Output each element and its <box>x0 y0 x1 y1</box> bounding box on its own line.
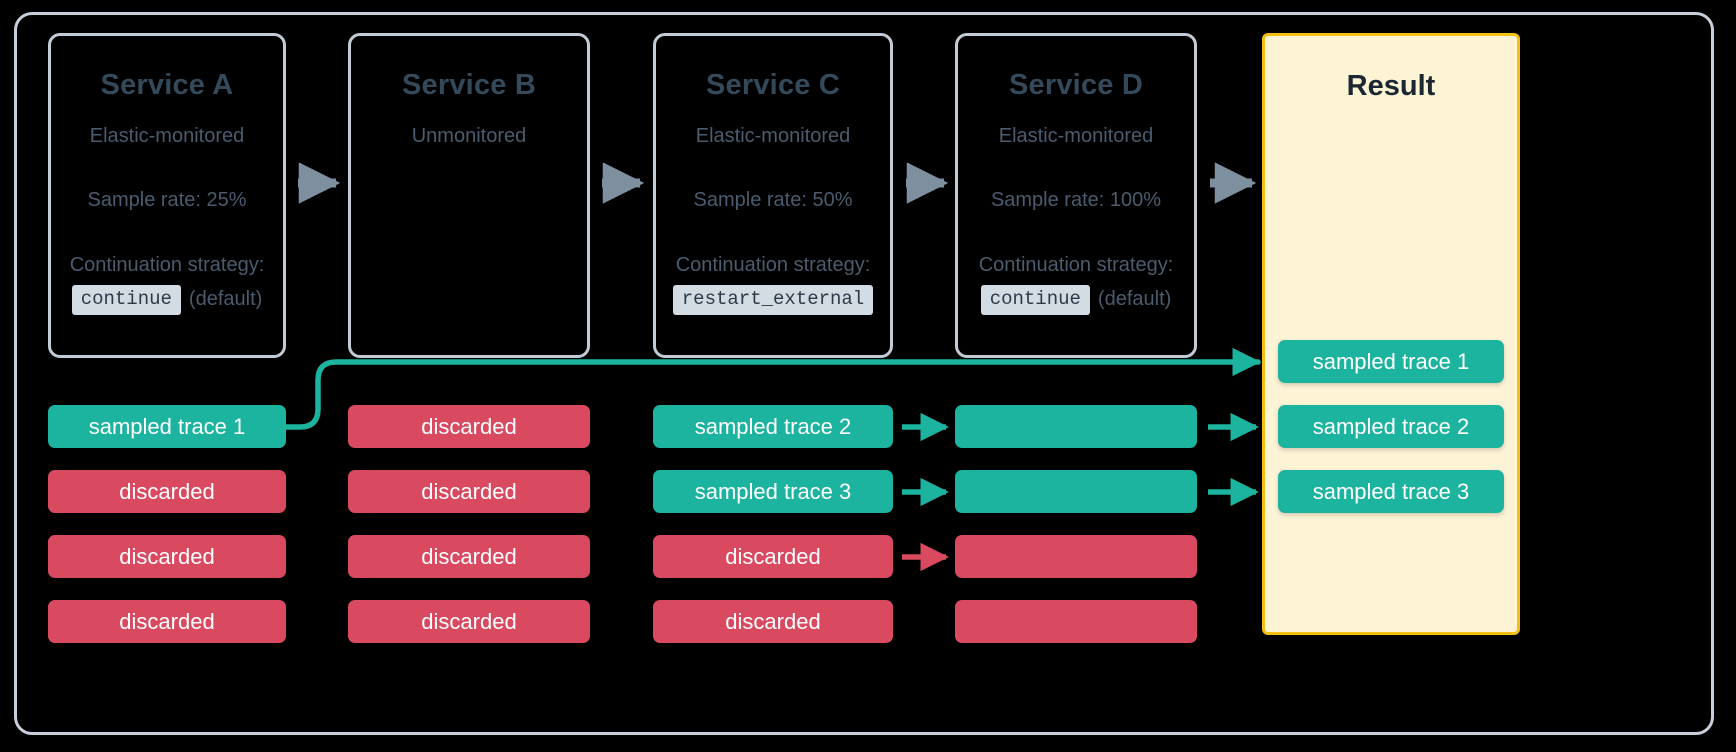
service-sample-rate: Sample rate: 100% <box>990 188 1162 211</box>
result-panel: Result <box>1262 33 1520 635</box>
service-title: Service B <box>402 69 536 101</box>
trace-cell-sampled: sampled trace 3 <box>653 470 893 513</box>
trace-cell-sampled: sampled trace 2 <box>653 405 893 448</box>
service-sample-rate: Sample rate: 50% <box>693 188 853 211</box>
trace-cell-sampled <box>955 470 1197 513</box>
diagram-outer-frame <box>14 12 1714 735</box>
continuation-strategy-note: (default) <box>1097 288 1172 311</box>
continuation-strategy-value-row: restart_external <box>672 284 874 315</box>
service-monitoring-status: Elastic-monitored <box>695 124 851 147</box>
continuation-strategy-label: Continuation strategy: <box>978 253 1174 276</box>
trace-cell-discarded: discarded <box>348 470 590 513</box>
continuation-strategy-value-row: continue (default) <box>980 284 1172 315</box>
trace-cell-discarded: discarded <box>348 405 590 448</box>
trace-cell-discarded <box>955 535 1197 578</box>
continuation-strategy-code: restart_external <box>672 284 874 315</box>
service-box-service-b: Service B Unmonitored <box>348 33 590 358</box>
continuation-strategy-note: (default) <box>188 288 263 311</box>
service-title: Service D <box>1009 69 1143 101</box>
continuation-strategy-value-row: continue (default) <box>71 284 263 315</box>
trace-cell-discarded: discarded <box>48 535 286 578</box>
trace-cell-discarded: discarded <box>653 535 893 578</box>
continuation-strategy-label: Continuation strategy: <box>675 253 871 276</box>
service-title: Service A <box>100 69 234 101</box>
result-title: Result <box>1346 70 1436 102</box>
trace-cell-discarded: discarded <box>348 600 590 643</box>
service-monitoring-status: Elastic-monitored <box>89 124 245 147</box>
trace-cell-sampled <box>955 405 1197 448</box>
trace-cell-sampled: sampled trace 1 <box>48 405 286 448</box>
service-title: Service C <box>706 69 840 101</box>
trace-cell-discarded: discarded <box>48 600 286 643</box>
result-item: sampled trace 2 <box>1278 405 1504 448</box>
continuation-strategy-code: continue <box>71 284 181 315</box>
trace-cell-discarded: discarded <box>348 535 590 578</box>
service-monitoring-status: Unmonitored <box>411 124 527 147</box>
continuation-strategy-code: continue <box>980 284 1090 315</box>
continuation-strategy-label: Continuation strategy: <box>69 253 265 276</box>
service-sample-rate: Sample rate: 25% <box>87 188 247 211</box>
service-monitoring-status: Elastic-monitored <box>998 124 1154 147</box>
result-item: sampled trace 1 <box>1278 340 1504 383</box>
trace-cell-discarded: discarded <box>653 600 893 643</box>
trace-cell-discarded: discarded <box>48 470 286 513</box>
trace-cell-discarded <box>955 600 1197 643</box>
result-item: sampled trace 3 <box>1278 470 1504 513</box>
